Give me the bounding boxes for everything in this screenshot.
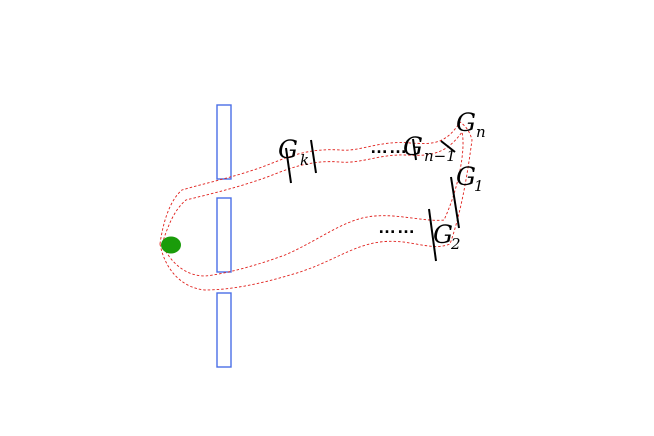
ellipsis-upper: …… xyxy=(370,137,408,157)
label-g2-subscript: 2 xyxy=(450,235,461,253)
mirror-gn xyxy=(440,140,456,153)
mirror-g2 xyxy=(428,208,437,262)
light-path-outer xyxy=(159,121,473,291)
slit-barrier-top xyxy=(216,104,232,180)
label-gn: G xyxy=(456,108,476,137)
slit-barrier-middle xyxy=(216,197,232,273)
label-g1: G xyxy=(456,162,476,191)
label-gk: G xyxy=(278,135,298,164)
label-gn1: G xyxy=(403,132,423,161)
label-gn-subscript: n xyxy=(476,123,486,141)
mirror-gk-right xyxy=(310,139,317,174)
label-g2: G xyxy=(433,220,453,249)
mirror-g1 xyxy=(450,176,460,229)
light-source xyxy=(161,236,181,254)
label-gn1-subscript: n−1 xyxy=(424,147,456,165)
slit-barrier-bottom xyxy=(216,292,232,368)
light-path-inner xyxy=(161,130,464,277)
mirror-gn1 xyxy=(412,138,417,161)
label-gk-subscript: k xyxy=(300,151,309,169)
mirror-gk-left xyxy=(285,147,292,184)
ellipsis-lower: …… xyxy=(378,217,416,237)
label-g1-subscript: 1 xyxy=(474,177,484,195)
